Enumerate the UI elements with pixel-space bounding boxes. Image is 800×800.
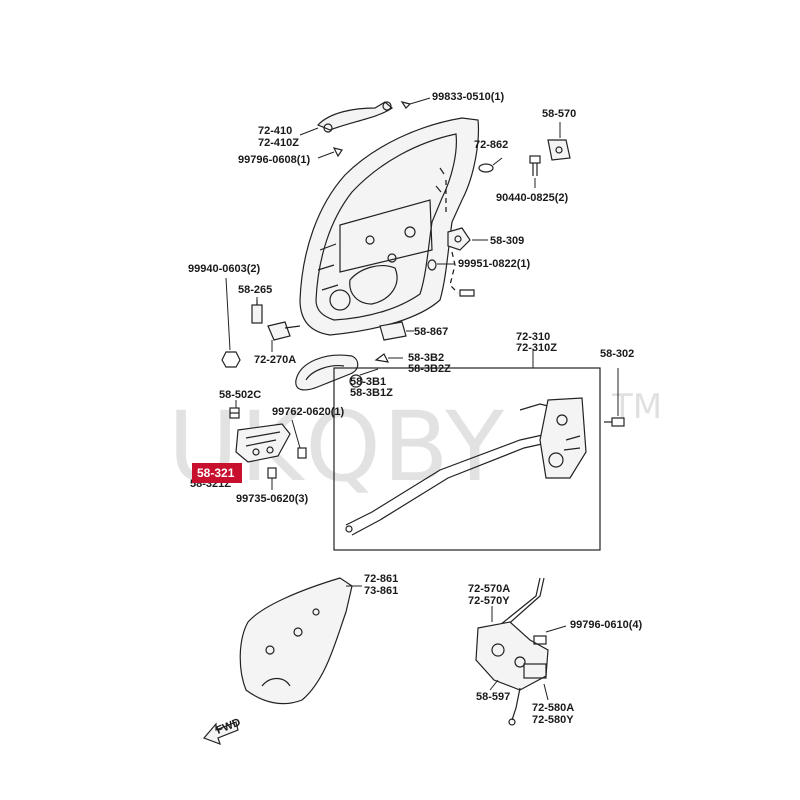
trim-panel-72861 bbox=[239, 577, 353, 705]
label-72580y: 72-580Y bbox=[532, 714, 574, 726]
striker-58570 bbox=[547, 139, 571, 161]
bracket-58309 bbox=[447, 227, 471, 251]
label-72410: 72-410 bbox=[258, 125, 292, 137]
leader-99833 bbox=[409, 97, 431, 105]
label-72862: 72-862 bbox=[474, 139, 508, 151]
watermark-tm: TM bbox=[611, 387, 662, 427]
label-72580a: 72-580A bbox=[532, 702, 574, 714]
highlight-box bbox=[192, 463, 242, 483]
leader-58597 bbox=[489, 679, 499, 691]
outer-handle-top bbox=[316, 101, 393, 133]
label-72861: 72-861 bbox=[364, 573, 398, 585]
label-583b2z: 58-3B2Z bbox=[408, 363, 451, 375]
clip-58502c-icon bbox=[229, 407, 240, 419]
door-shell bbox=[299, 117, 479, 336]
screw-99762-icon bbox=[297, 447, 307, 459]
label-99735: 99735-0620(3) bbox=[236, 493, 309, 505]
label-99951: 99951-0822(1) bbox=[458, 258, 531, 270]
label-99796-0608: 99796-0608(1) bbox=[238, 154, 311, 166]
nut-99940-icon bbox=[221, 351, 241, 368]
dashed-guide-2 bbox=[449, 251, 459, 294]
screw-99951-icon bbox=[427, 259, 437, 271]
label-583b1z: 58-3B1Z bbox=[350, 387, 393, 399]
label-99796-0610: 99796-0610(4) bbox=[570, 619, 643, 631]
label-72310z: 72-310Z bbox=[516, 342, 557, 354]
label-72570y: 72-570Y bbox=[468, 595, 510, 607]
bolt-99796-0610-icon bbox=[533, 635, 547, 645]
cap-583b1-icon bbox=[349, 374, 363, 388]
screw-99796-0608-icon bbox=[332, 147, 343, 158]
label-583b2: 58-3B2 bbox=[408, 352, 444, 364]
check-link-72270a bbox=[267, 321, 301, 341]
leader-99940 bbox=[225, 277, 231, 351]
label-58570: 58-570 bbox=[542, 108, 576, 120]
grommet-72862-icon bbox=[478, 163, 494, 173]
inner-handle-583b1 bbox=[295, 354, 359, 391]
leader-583b1 bbox=[359, 368, 379, 376]
screw-58302-icon bbox=[604, 417, 625, 427]
watermark-text: UKQBY bbox=[168, 391, 506, 503]
label-90440: 90440-0825(2) bbox=[496, 192, 569, 204]
rod-group-box bbox=[333, 367, 601, 551]
bolt-90440-icon bbox=[529, 155, 541, 176]
label-99833: 99833-0510(1) bbox=[432, 91, 505, 103]
label-58302: 58-302 bbox=[600, 348, 634, 360]
door-check-58265 bbox=[251, 300, 263, 324]
label-58867: 58-867 bbox=[414, 326, 448, 338]
front-arrow-icon bbox=[202, 721, 239, 746]
label-99940: 99940-0603(2) bbox=[188, 263, 261, 275]
leader-99762 bbox=[291, 419, 301, 449]
leader-99796-0610 bbox=[545, 625, 567, 633]
bezel-583b2-icon bbox=[374, 353, 390, 363]
leader-72580a bbox=[543, 683, 549, 701]
label-58309: 58-309 bbox=[490, 235, 524, 247]
label-58502c: 58-502C bbox=[219, 389, 261, 401]
label-72570a: 72-570A bbox=[468, 583, 510, 595]
label-72270a: 72-270A bbox=[254, 354, 296, 366]
highlight-label: 58-321 bbox=[197, 466, 235, 480]
label-583b1: 58-3B1 bbox=[350, 376, 386, 388]
clip-58867 bbox=[379, 321, 407, 341]
leader-72862 bbox=[492, 157, 503, 166]
lock-assembly-72570a bbox=[475, 577, 549, 726]
outer-handle-base-58321 bbox=[235, 423, 291, 463]
label-58597: 58-597 bbox=[476, 691, 510, 703]
latch-58302 bbox=[539, 397, 587, 479]
screw-99833-icon bbox=[400, 101, 412, 109]
label-72310: 72-310 bbox=[516, 331, 550, 343]
label-99762: 99762-0620(1) bbox=[272, 406, 345, 418]
highlight-badge[interactable]: 58-321 bbox=[192, 463, 242, 483]
label-58265: 58-265 bbox=[238, 284, 272, 296]
pin-icon bbox=[459, 289, 475, 297]
label-72410z: 72-410Z bbox=[258, 137, 299, 149]
leader-99796-0608 bbox=[317, 151, 335, 159]
leader-72410 bbox=[299, 127, 319, 136]
label-73861: 73-861 bbox=[364, 585, 398, 597]
